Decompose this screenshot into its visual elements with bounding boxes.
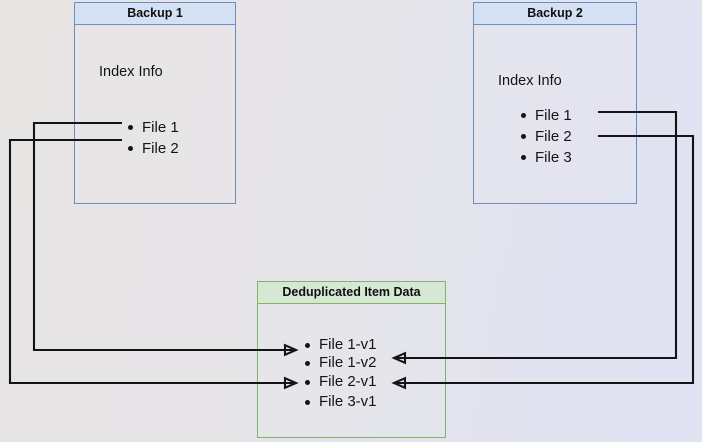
- backup-2-box[interactable]: Backup 2 Index Info File 1 File 2 File 3: [473, 2, 637, 204]
- backup-1-file-list: File 1 File 2: [126, 117, 179, 159]
- deduplicated-item-data-title: Deduplicated Item Data: [258, 282, 445, 304]
- list-item[interactable]: File 2: [126, 138, 179, 159]
- list-item[interactable]: File 2-v1: [303, 372, 377, 392]
- backup-1-box[interactable]: Backup 1 Index Info File 1 File 2: [74, 2, 236, 204]
- list-item[interactable]: File 1: [519, 105, 572, 126]
- list-item[interactable]: File 1: [126, 117, 179, 138]
- list-item[interactable]: File 1-v2: [303, 354, 377, 372]
- backup-1-title: Backup 1: [75, 3, 235, 25]
- list-item[interactable]: File 1-v1: [303, 336, 377, 354]
- backup-2-file-list: File 1 File 2 File 3: [519, 105, 572, 168]
- backup-1-index-label: Index Info: [99, 64, 163, 80]
- list-item[interactable]: File 3: [519, 147, 572, 168]
- deduplicated-item-data-body: File 1-v1 File 1-v2 File 2-v1 File 3-v1: [258, 304, 445, 437]
- dedup-item-list: File 1-v1 File 1-v2 File 2-v1 File 3-v1: [303, 336, 377, 412]
- deduplicated-item-data-box[interactable]: Deduplicated Item Data File 1-v1 File 1-…: [257, 281, 446, 438]
- backup-2-body: Index Info File 1 File 2 File 3: [474, 25, 636, 203]
- backup-2-index-label: Index Info: [498, 73, 562, 89]
- list-item[interactable]: File 2: [519, 126, 572, 147]
- list-item[interactable]: File 3-v1: [303, 392, 377, 412]
- backup-1-body: Index Info File 1 File 2: [75, 25, 235, 203]
- backup-2-title: Backup 2: [474, 3, 636, 25]
